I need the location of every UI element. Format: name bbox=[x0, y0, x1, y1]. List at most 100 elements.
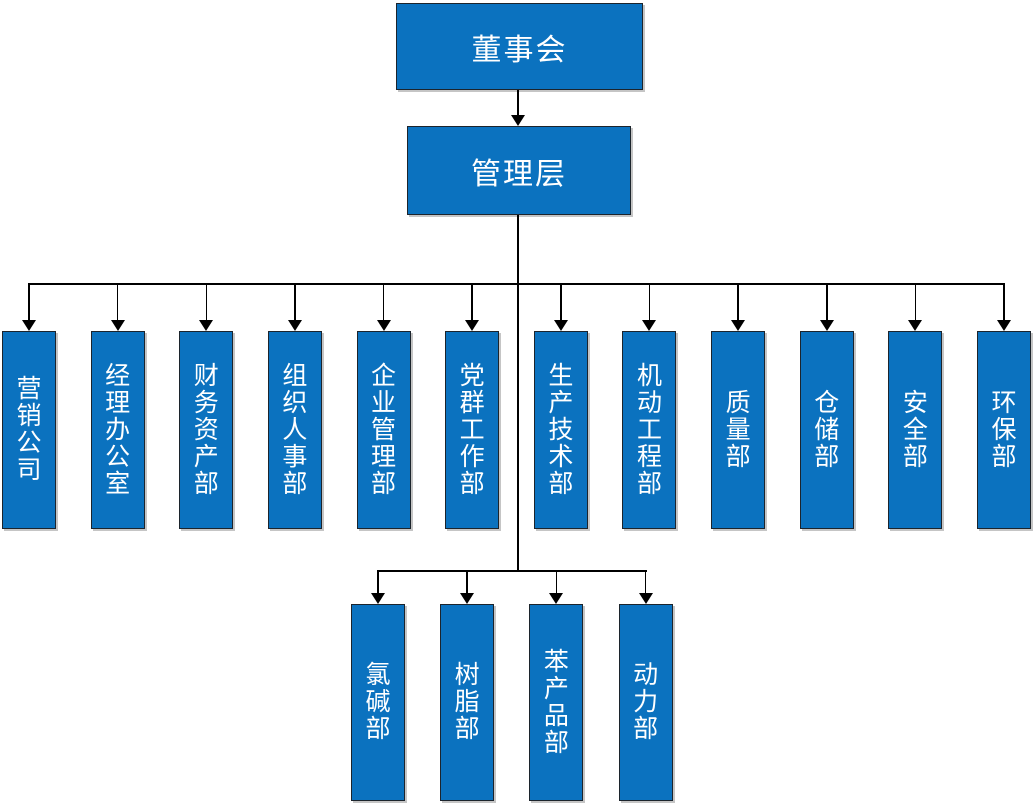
node-label-char: 部 bbox=[991, 443, 1017, 471]
node-label-char: 群 bbox=[459, 389, 485, 417]
connector-arrow-dept-7 bbox=[642, 283, 657, 331]
node-label-char: 理 bbox=[105, 389, 131, 417]
connector-arrow-dept-9 bbox=[819, 283, 834, 331]
connector-arrow-dept-8 bbox=[731, 283, 746, 331]
node-label-char: 公 bbox=[105, 443, 131, 471]
node-subdept-3: 动力部 bbox=[618, 604, 673, 801]
node-board: 董事会 bbox=[396, 3, 643, 90]
node-label-char: 产 bbox=[548, 389, 574, 417]
node-label-char: 公 bbox=[16, 430, 42, 457]
connector-arrow-subdept-3 bbox=[638, 570, 653, 604]
node-label-char: 理 bbox=[371, 443, 397, 471]
node-label-char: 部 bbox=[543, 729, 569, 757]
arrow-head-icon bbox=[199, 320, 214, 331]
node-label-char: 力 bbox=[633, 689, 659, 716]
node-label-char: 作 bbox=[459, 443, 485, 471]
node-label-char: 安 bbox=[902, 389, 928, 417]
arrow-stem bbox=[377, 570, 379, 593]
arrow-head-icon bbox=[731, 320, 746, 331]
node-label-char: 质 bbox=[725, 389, 751, 417]
node-label-char: 仓 bbox=[814, 389, 840, 417]
arrow-head-icon bbox=[642, 320, 657, 331]
node-label-char: 部 bbox=[454, 716, 480, 743]
connector-arrow-dept-6 bbox=[553, 283, 568, 331]
arrow-stem bbox=[28, 283, 30, 320]
node-label-char: 室 bbox=[105, 470, 131, 498]
connector-arrow-board-management bbox=[511, 90, 525, 126]
node-label-char: 司 bbox=[16, 457, 42, 484]
node-dept-3: 组织人事部 bbox=[267, 331, 322, 529]
node-subdept-0: 氯碱部 bbox=[351, 604, 405, 801]
connector-arrow-dept-0 bbox=[22, 283, 36, 331]
node-label-char: 财 bbox=[193, 362, 219, 390]
node-dept-7: 机动工程部 bbox=[622, 331, 677, 529]
arrow-stem bbox=[914, 283, 917, 320]
node-dept-11: 环保部 bbox=[977, 331, 1032, 529]
node-label-char: 术 bbox=[548, 443, 574, 471]
node-label-char: 部 bbox=[814, 443, 840, 471]
node-label-char: 工 bbox=[459, 416, 485, 444]
connector-trunk-vertical bbox=[517, 215, 519, 572]
connector-arrow-dept-10 bbox=[908, 283, 923, 331]
node-label-char: 部 bbox=[371, 470, 397, 498]
node-label-char: 脂 bbox=[454, 689, 480, 716]
arrow-stem bbox=[382, 283, 385, 320]
node-label-char: 经 bbox=[105, 362, 131, 390]
node-subdept-2: 苯产品部 bbox=[529, 604, 584, 801]
arrow-stem bbox=[737, 283, 739, 320]
node-label-char: 业 bbox=[371, 389, 397, 417]
node-label-char: 事 bbox=[282, 443, 308, 471]
node-label-char: 动 bbox=[636, 389, 662, 417]
arrow-head-icon bbox=[553, 320, 568, 331]
node-dept-8: 质量部 bbox=[711, 331, 766, 529]
arrow-stem bbox=[116, 283, 119, 320]
arrow-head-icon bbox=[638, 593, 653, 604]
arrow-stem bbox=[471, 283, 473, 320]
node-label-char: 织 bbox=[282, 389, 308, 417]
connector-arrow-dept-5 bbox=[465, 283, 480, 331]
arrow-head-icon bbox=[22, 320, 36, 331]
node-label-char: 技 bbox=[548, 416, 574, 444]
connector-arrow-subdept-0 bbox=[371, 570, 385, 604]
node-dept-9: 仓储部 bbox=[799, 331, 854, 529]
node-label-char: 部 bbox=[633, 716, 659, 743]
node-label-char: 部 bbox=[636, 470, 662, 498]
node-dept-1: 经理办公室 bbox=[90, 331, 145, 529]
node-label-char: 机 bbox=[636, 362, 662, 390]
arrow-head-icon bbox=[110, 320, 125, 331]
node-label-char: 动 bbox=[633, 662, 659, 689]
node-label-char: 务 bbox=[193, 389, 219, 417]
connector-arrow-dept-3 bbox=[287, 283, 302, 331]
arrow-stem bbox=[826, 283, 828, 320]
node-label-char: 全 bbox=[902, 416, 928, 444]
node-label-char: 营 bbox=[16, 376, 42, 403]
arrow-head-icon bbox=[287, 320, 302, 331]
node-label-char: 部 bbox=[365, 716, 391, 743]
node-label-char: 部 bbox=[902, 443, 928, 471]
node-label-char: 组 bbox=[282, 362, 308, 390]
node-dept-5: 党群工作部 bbox=[445, 331, 500, 529]
arrow-stem bbox=[648, 283, 651, 320]
node-label-char: 环 bbox=[991, 389, 1017, 417]
node-dept-4: 企业管理部 bbox=[356, 331, 411, 529]
node-label-char: 产 bbox=[193, 443, 219, 471]
node-label-char: 树 bbox=[454, 662, 480, 689]
node-label-char: 部 bbox=[725, 443, 751, 471]
arrow-stem bbox=[555, 570, 558, 593]
node-label-char: 部 bbox=[548, 470, 574, 498]
node-subdept-1: 树脂部 bbox=[440, 604, 495, 801]
arrow-stem bbox=[1003, 283, 1005, 320]
node-label-char: 管 bbox=[371, 416, 397, 444]
arrow-stem bbox=[294, 283, 296, 320]
node-label-char: 保 bbox=[991, 416, 1017, 444]
node-label-char: 工 bbox=[636, 416, 662, 444]
arrow-stem bbox=[560, 283, 562, 320]
node-label-char: 人 bbox=[282, 416, 308, 444]
node-label-char: 生 bbox=[548, 362, 574, 390]
arrow-stem bbox=[466, 570, 468, 593]
node-label-char: 储 bbox=[814, 416, 840, 444]
node-dept-0: 营销公司 bbox=[2, 331, 56, 529]
arrow-head-icon bbox=[997, 320, 1012, 331]
node-label-char: 程 bbox=[636, 443, 662, 471]
